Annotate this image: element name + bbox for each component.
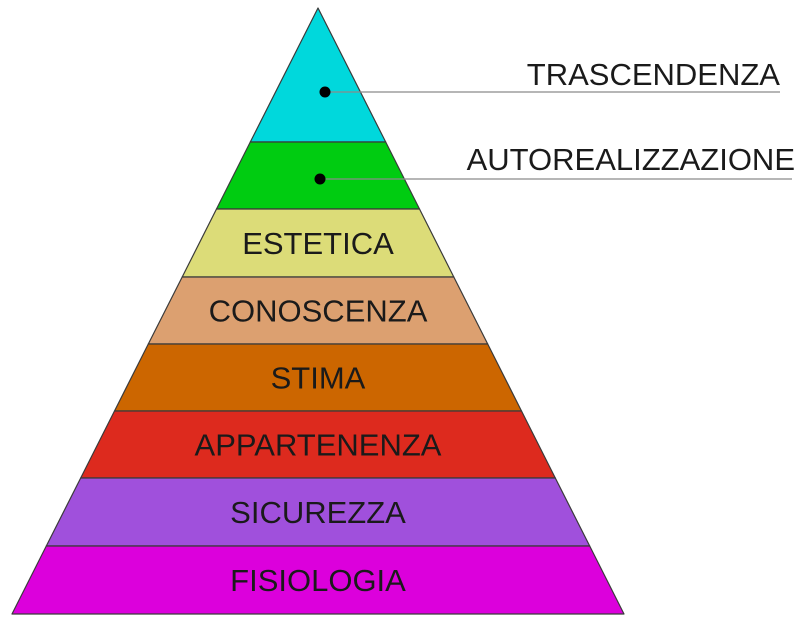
callout-dot-autorealizzazione [314,173,326,185]
level-label-estetica: ESTETICA [242,226,394,261]
pyramid-bands [11,7,625,615]
level-label-fisiologia: FISIOLOGIA [230,563,406,598]
level-label-stima: STIMA [271,361,366,396]
callout-label-autorealizzazione: AUTOREALIZZAZIONE [467,142,795,177]
callout-label-trascendenza: TRASCENDENZA [527,57,781,92]
level-label-sicurezza: SICUREZZA [230,495,406,530]
callout-dot-trascendenza [319,86,331,98]
pyramid-level-trascendenza [249,7,387,143]
pyramid-labels: ESTETICA CONOSCENZA STIMA APPARTENENZA SICUR… [195,226,442,598]
level-label-conoscenza: CONOSCENZA [209,294,428,329]
pyramid-callouts: TRASCENDENZA AUTOREALIZZAZIONE [314,57,795,185]
pyramid-level-fisiologia [11,545,625,615]
level-label-appartenenza: APPARTENENZA [195,428,442,463]
